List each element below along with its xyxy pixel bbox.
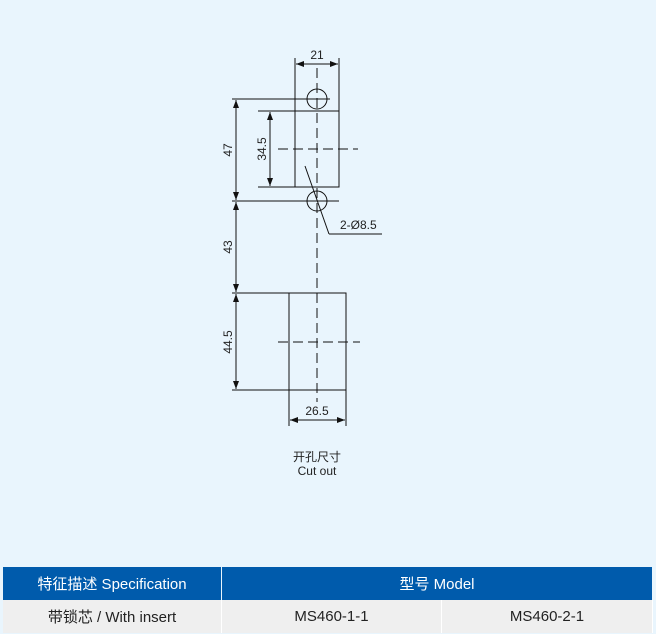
top-cutout-rect <box>294 110 340 188</box>
cutout-drawing: 21 47 34.5 2-Ø8.5 43 44.5 26.5 开孔尺寸 Cut … <box>221 48 382 478</box>
dim-height-47: 47 <box>221 143 235 157</box>
dim-height-44-5: 44.5 <box>221 330 235 354</box>
dim-width-bottom: 26.5 <box>305 404 329 418</box>
cell-spec: 带锁芯 / With insert <box>3 600 222 633</box>
cell-model-1: MS460-1-1 <box>221 600 442 633</box>
dim-height-34-5: 34.5 <box>255 137 269 161</box>
dim-holes: 2-Ø8.5 <box>340 218 377 232</box>
cell-model-2: MS460-2-1 <box>441 600 653 633</box>
caption-en: Cut out <box>298 464 337 478</box>
spec-table: 特征描述 Specification 型号 Model 带锁芯 / With i… <box>3 567 653 633</box>
table-row: 带锁芯 / With insert MS460-1-1 MS460-2-1 <box>3 600 653 633</box>
header-model: 型号 Model <box>221 567 653 600</box>
header-specification: 特征描述 Specification <box>3 567 222 600</box>
dim-gap-43: 43 <box>221 240 235 254</box>
table-header: 特征描述 Specification 型号 Model <box>3 567 653 600</box>
dim-width-top: 21 <box>310 48 324 62</box>
caption-cn: 开孔尺寸 <box>293 450 341 464</box>
bottom-cutout-rect <box>288 292 347 391</box>
